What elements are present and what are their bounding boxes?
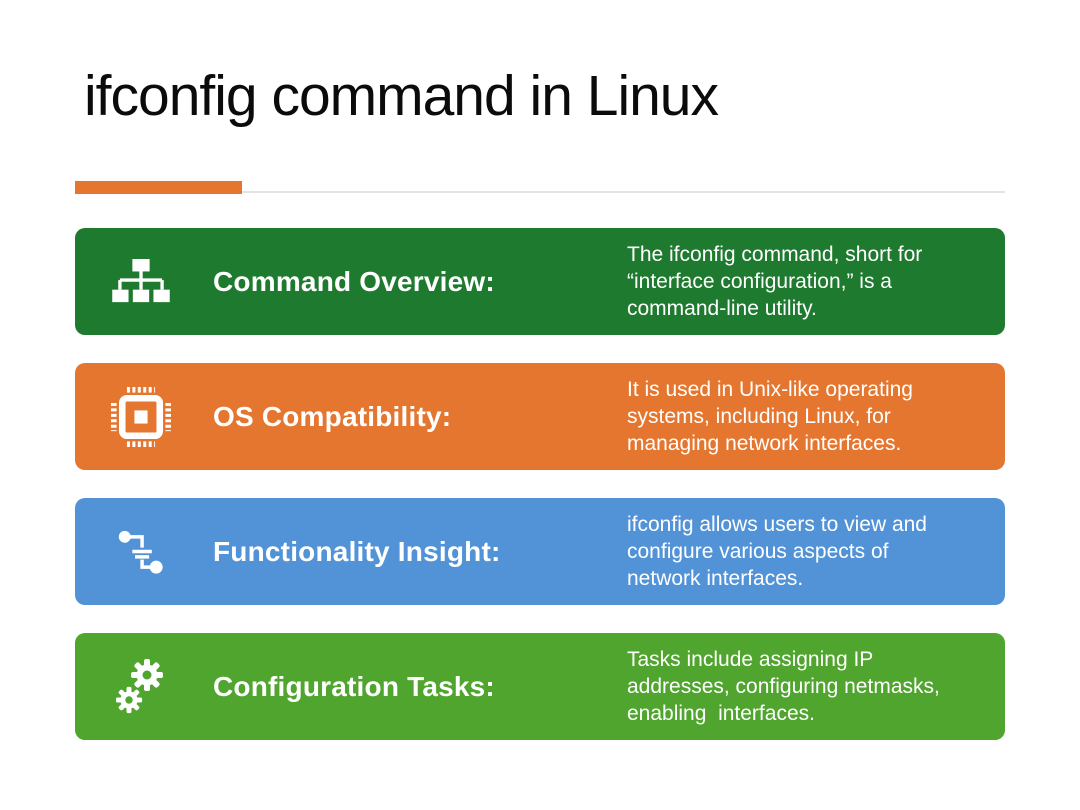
row-description: The ifconfig command, short for “interfa… <box>627 243 929 320</box>
divider-line <box>75 191 1005 193</box>
circuit-icon <box>108 526 174 578</box>
cpu-icon <box>108 386 174 447</box>
accent-bar <box>75 181 242 194</box>
gears-icon <box>108 658 174 715</box>
info-row-functionality-insight: Functionality Insight: ifconfig allows u… <box>75 498 1005 605</box>
row-description: It is used in Unix-like operating system… <box>627 378 919 455</box>
row-title: Configuration Tasks: <box>213 670 495 702</box>
info-rows: Command Overview: The ifconfig command, … <box>75 228 1005 740</box>
row-description: Tasks include assigning IP addresses, co… <box>627 648 946 725</box>
info-row-command-overview: Command Overview: The ifconfig command, … <box>75 228 1005 335</box>
row-description: ifconfig allows users to view and config… <box>627 513 933 590</box>
info-row-configuration-tasks: Configuration Tasks: Tasks include assig… <box>75 633 1005 740</box>
sitemap-icon <box>108 258 174 305</box>
page-title: ifconfig command in Linux <box>84 64 719 128</box>
title-underline <box>75 181 1005 195</box>
row-title: Functionality Insight: <box>213 535 501 567</box>
info-row-os-compatibility: OS Compatibility: It is used in Unix-lik… <box>75 363 1005 470</box>
row-title: OS Compatibility: <box>213 400 452 432</box>
row-title: Command Overview: <box>213 265 495 297</box>
